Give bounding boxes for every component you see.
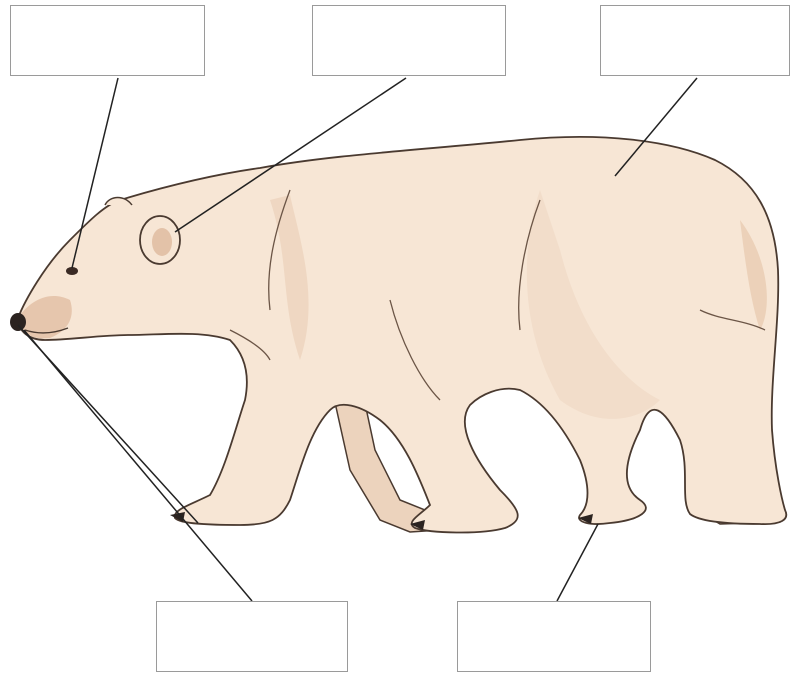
leader-line-ear — [174, 77, 407, 233]
bear-back-ear — [104, 196, 133, 206]
bear-fur-lines — [229, 189, 766, 401]
leader-line-fur — [614, 77, 698, 177]
bear-mouth — [24, 327, 69, 334]
label-box-ear[interactable] — [312, 5, 506, 76]
bear-body — [17, 136, 788, 534]
bear-eye — [66, 267, 78, 275]
bear-muzzle — [18, 296, 72, 339]
bear-middle-claws — [410, 520, 425, 530]
label-box-eye[interactable] — [10, 5, 205, 76]
bear-haunch-shade — [740, 220, 767, 330]
label-box-claws[interactable] — [457, 601, 651, 672]
label-box-fur[interactable] — [600, 5, 790, 76]
bear-hind-claws — [578, 514, 593, 524]
bear-ear-inner — [152, 228, 172, 256]
bear-shoulder-shade — [270, 195, 309, 360]
leader-line-nose-upper — [23, 329, 253, 602]
leader-line-nose-lower — [17, 324, 199, 524]
bear-front-claws — [170, 512, 185, 522]
bear-hip-shade — [526, 190, 660, 419]
leader-line-eye — [71, 77, 119, 269]
leader-lines — [17, 77, 698, 602]
polar-bear-illustration — [10, 136, 788, 534]
label-box-nose[interactable] — [156, 601, 348, 672]
bear-nose — [10, 313, 26, 331]
leader-line-claws — [556, 523, 599, 602]
